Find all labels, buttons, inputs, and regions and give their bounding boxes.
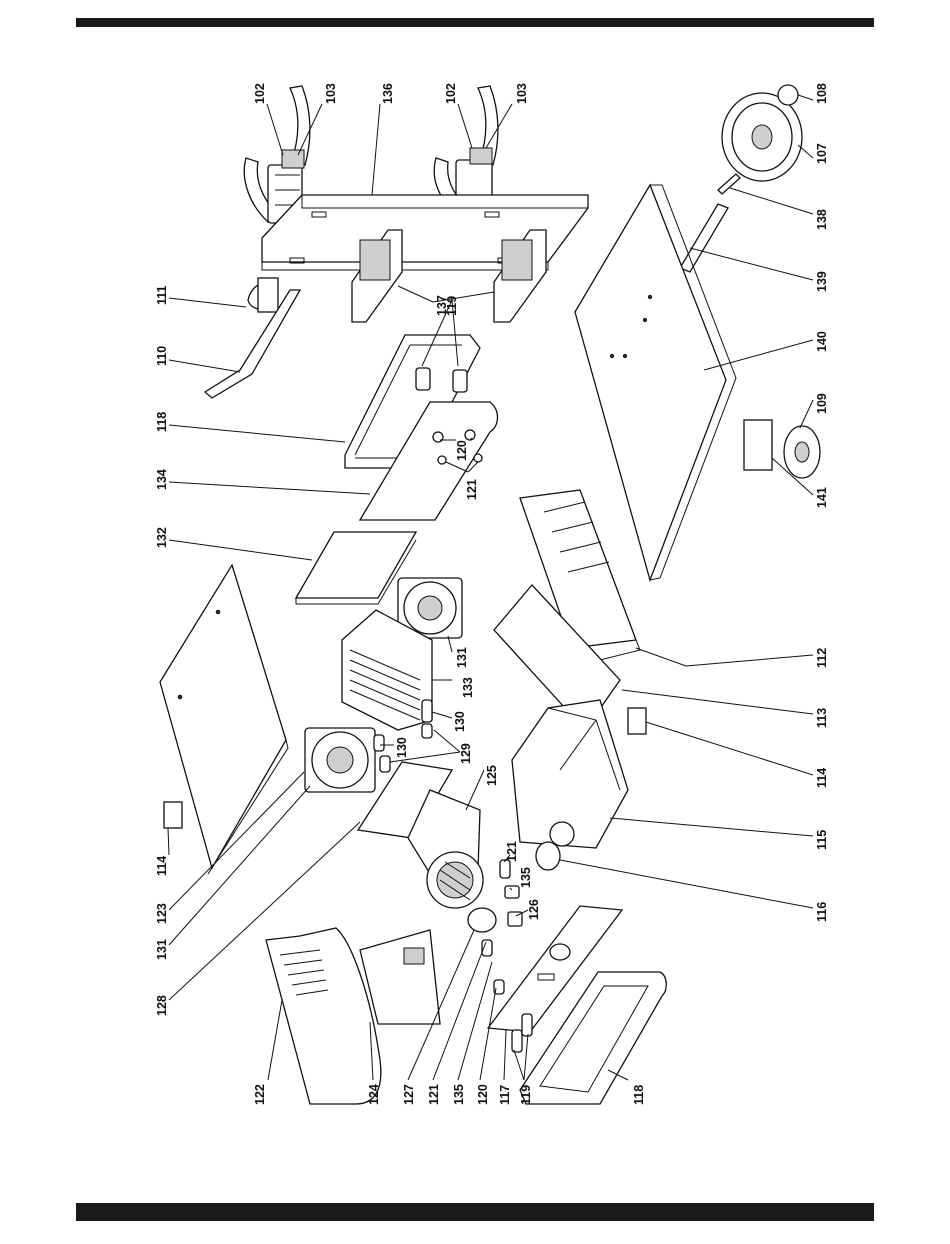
electrical-box-124: [360, 930, 440, 1024]
callout-label: 113: [815, 708, 829, 728]
callout-label: 131: [155, 939, 169, 960]
cap-116: [536, 842, 560, 870]
callout-label: 115: [815, 830, 829, 850]
callout-label: 136: [381, 83, 395, 104]
tank-115: [512, 700, 628, 848]
callout-label: 110: [155, 346, 169, 366]
callout-label: 131: [455, 647, 469, 668]
callout-label: 103: [515, 83, 529, 104]
handle-bracket-110-111: [205, 278, 300, 398]
callout-label: 102: [253, 83, 267, 104]
callout-label: 114: [155, 856, 169, 876]
callout-label: 125: [485, 765, 499, 786]
callout-label: 108: [815, 83, 829, 104]
callout-label: 130: [453, 711, 467, 732]
callout-label: 111: [155, 285, 169, 305]
callout-label: 121: [465, 479, 479, 500]
callout-label: 103: [324, 83, 338, 104]
callout-label: 130: [395, 737, 409, 758]
callout-label: 118: [632, 1085, 646, 1105]
wheel-107-108: [722, 85, 802, 181]
plug-114-right: [628, 708, 646, 734]
pump-head-127: [468, 908, 496, 956]
callout-label: 129: [459, 743, 473, 764]
callout-label: 121: [427, 1084, 441, 1105]
callout-label: 138: [815, 209, 829, 230]
callout-label: 118: [155, 412, 169, 432]
callout-label: 121: [505, 841, 519, 862]
caster-109-141: [744, 420, 820, 478]
callout-label: 107: [815, 143, 829, 164]
callout-label: 133: [461, 677, 475, 698]
callout-label: 102: [444, 83, 458, 104]
callout-label: 120: [455, 440, 469, 461]
callout-label: 140: [815, 331, 829, 352]
callout-label: 116: [815, 902, 829, 922]
callout-label: 122: [253, 1084, 267, 1105]
callout-label: 123: [155, 903, 169, 924]
callout-label: 135: [452, 1084, 466, 1105]
callout-label: 132: [155, 527, 169, 548]
callout-label: 126: [527, 899, 541, 920]
callout-label: 114: [815, 768, 829, 788]
callout-label: 112: [815, 648, 829, 668]
callout-label: 127: [402, 1084, 416, 1105]
base-plate-140: [575, 185, 736, 580]
callout-label: 128: [155, 995, 169, 1016]
callout-label: 120: [476, 1084, 490, 1105]
callout-label: 117: [498, 1085, 512, 1105]
callout-label: 135: [519, 867, 533, 888]
callout-label: 139: [815, 271, 829, 292]
top-cover-123: [160, 565, 288, 874]
fan-131-lower: [305, 728, 375, 792]
callout-label: 119: [445, 296, 459, 316]
callout-label: 109: [815, 393, 829, 414]
callout-label: 124: [367, 1084, 381, 1105]
callout-label: 141: [815, 487, 829, 508]
callout-label: 134: [155, 469, 169, 490]
callout-label: 119: [519, 1085, 533, 1105]
